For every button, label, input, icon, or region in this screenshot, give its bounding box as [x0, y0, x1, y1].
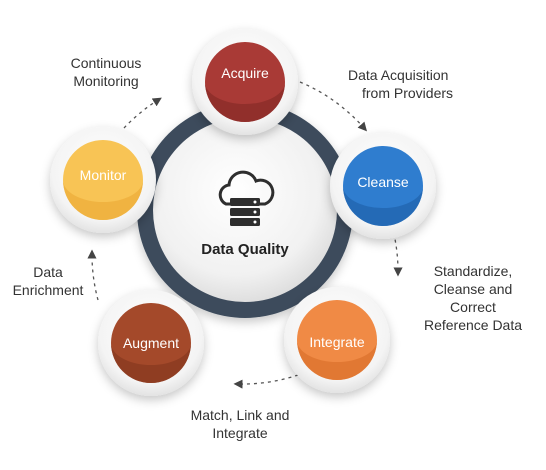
node-acquire: Acquire	[192, 29, 298, 135]
arrow-monitor-to-acquire	[123, 97, 162, 129]
node-augment-shade	[111, 343, 191, 383]
step-enrichment-line: Enrichment	[12, 282, 84, 298]
step-standardize-line: Reference Data	[423, 317, 523, 333]
step-enrichment-label: Data Enrichment	[4, 263, 92, 299]
step-enrichment-line: Data	[33, 264, 63, 280]
node-monitor-shade	[63, 180, 143, 220]
step-monitoring-line: Continuous	[70, 55, 142, 71]
arrow-integrate-to-augment	[233, 374, 299, 389]
node-augment-label: Augment	[123, 335, 179, 351]
center-title: Data Quality	[201, 241, 289, 258]
arrow-acquire-to-cleanse	[299, 81, 368, 132]
step-standardize-line: Correct	[450, 299, 496, 315]
node-monitor: Monitor	[50, 127, 156, 233]
step-standardize-label: Standardize, Cleanse and Correct Referen…	[412, 262, 534, 334]
node-cleanse-shade	[343, 186, 423, 226]
step-monitoring-label: Continuous Monitoring	[56, 54, 156, 90]
step-match-line: Integrate	[212, 425, 268, 441]
step-match-label: Match, Link and Integrate	[175, 406, 305, 442]
step-acquisition-line: from Providers	[362, 85, 454, 101]
step-acquisition-label: Data Acquisition from Providers	[348, 66, 453, 102]
node-cleanse-label: Cleanse	[357, 174, 409, 190]
node-monitor-label: Monitor	[80, 167, 127, 183]
node-augment: Augment	[98, 290, 204, 396]
step-monitoring-line: Monitoring	[73, 73, 139, 89]
node-integrate: Integrate	[284, 287, 390, 393]
node-integrate-shade	[297, 340, 377, 380]
arrow-augment-to-monitor	[87, 249, 99, 301]
node-acquire-shade	[205, 82, 285, 122]
node-integrate-label: Integrate	[309, 334, 364, 350]
node-acquire-label: Acquire	[221, 65, 269, 81]
step-standardize-line: Cleanse and	[433, 281, 513, 297]
server-cloud-icon	[218, 170, 275, 226]
step-match-line: Match, Link and	[190, 407, 290, 423]
step-standardize-line: Standardize,	[433, 263, 513, 279]
step-acquisition-line: Data Acquisition	[348, 67, 449, 83]
center-hub: Data Quality	[137, 102, 353, 318]
node-cleanse: Cleanse	[330, 133, 436, 239]
